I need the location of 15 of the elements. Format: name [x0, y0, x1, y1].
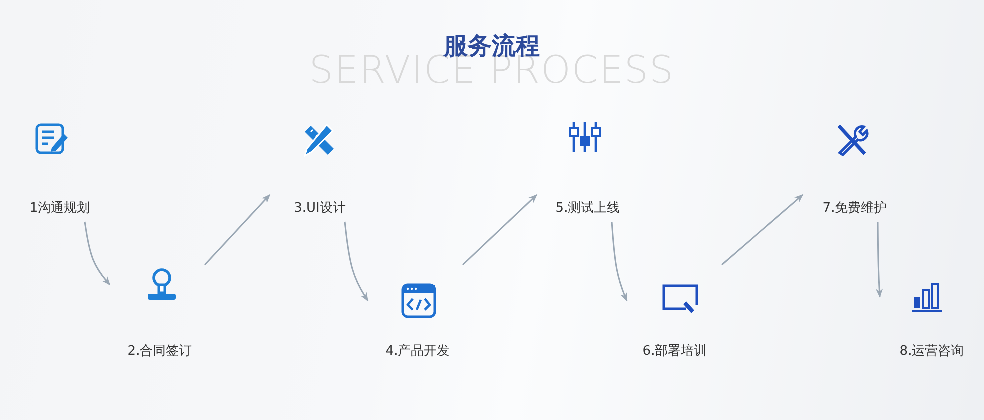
- step-label: 3.UI设计: [294, 200, 346, 217]
- curved-arrow: [876, 222, 884, 298]
- step-label: 7.免费维护: [822, 200, 888, 217]
- curved-arrow: [722, 194, 804, 266]
- curved-arrow: [344, 222, 369, 302]
- step-label: 8.运营咨询: [900, 343, 964, 360]
- step-label: 1沟通规划: [30, 200, 90, 217]
- step-label: 5.测试上线: [556, 200, 620, 217]
- curved-arrow: [611, 222, 628, 302]
- curved-arrow: [462, 194, 538, 266]
- step-label: 4.产品开发: [386, 343, 450, 360]
- curved-arrow: [84, 222, 111, 286]
- step-label: 2.合同签订: [128, 343, 192, 360]
- step-label: 6.部署培训: [642, 343, 708, 360]
- curved-arrow: [204, 194, 271, 266]
